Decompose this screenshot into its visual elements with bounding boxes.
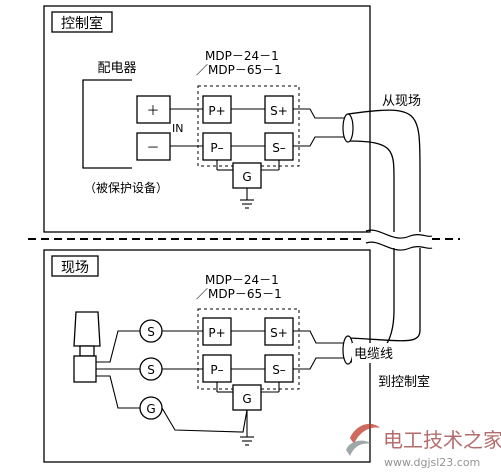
relay-plus-label: ＋ xyxy=(146,104,159,119)
p-plus-terminal-1 xyxy=(202,95,232,124)
relay-outline xyxy=(82,79,132,169)
ground-terminal-2 xyxy=(232,384,262,411)
control-room-title-box xyxy=(51,11,113,33)
cable-end-bottom xyxy=(342,335,354,365)
sensor-label-3: G xyxy=(146,402,155,416)
break-mark-2 xyxy=(365,241,433,251)
watermark-logo xyxy=(346,423,380,456)
relay-minus-label: － xyxy=(146,141,159,156)
ground-label-2: G xyxy=(242,392,251,406)
to-control-label: 到控制室 xyxy=(378,374,430,390)
control-room-frame xyxy=(43,5,371,233)
s-plus-label-1: S+ xyxy=(270,104,288,118)
field-device-icon xyxy=(73,311,101,347)
model-label-1b: ／MDP－65－1 xyxy=(196,63,282,77)
cable-end-top xyxy=(342,113,354,143)
protector-box-2 xyxy=(197,308,300,390)
in-label: IN xyxy=(172,122,183,135)
s-minus-label-1: S– xyxy=(272,141,286,155)
ground-label-1: G xyxy=(242,170,251,184)
s-plus-terminal-2 xyxy=(264,317,294,346)
from-field-label: 从现场 xyxy=(382,94,421,109)
relay-minus-terminal xyxy=(136,132,171,161)
internal-wiring-2 xyxy=(96,330,348,446)
field-title: 现场 xyxy=(61,260,89,276)
field-title-box xyxy=(51,255,99,277)
sensor-label-2: S xyxy=(147,363,155,377)
model-label-1a: MDP－24－1 xyxy=(205,49,279,63)
s-minus-terminal-1 xyxy=(264,132,294,161)
s-minus-terminal-2 xyxy=(264,354,294,383)
field-device-base xyxy=(79,345,95,357)
watermark-text: 电工技术之家 xyxy=(383,428,501,452)
model-label-2b: ／MDP－65－1 xyxy=(196,287,282,301)
relay-label: 配电器 xyxy=(97,61,136,76)
p-minus-label-2: P– xyxy=(210,363,223,377)
cable-label: 电缆线 xyxy=(354,346,393,362)
watermark-url: www.dgjsl23.com xyxy=(384,456,480,469)
control-room-title: 控制室 xyxy=(61,15,103,32)
break-mark xyxy=(365,229,433,239)
model-label-2a: MDP－24－1 xyxy=(205,273,279,287)
p-minus-terminal-1 xyxy=(202,132,232,161)
protected-equipment-label: （被保护设备） xyxy=(84,181,168,195)
p-plus-label-2: P+ xyxy=(208,326,225,340)
s-plus-label-2: S+ xyxy=(270,326,288,340)
s-minus-label-2: S– xyxy=(272,363,286,377)
cable-label-box xyxy=(352,343,404,363)
p-plus-label-1: P+ xyxy=(208,104,225,118)
field-device-junction xyxy=(73,355,97,383)
internal-wiring-1 xyxy=(170,108,348,209)
sensor-label-1: S xyxy=(147,325,155,339)
protector-box-1 xyxy=(197,85,300,167)
p-minus-label-1: P– xyxy=(210,141,223,155)
